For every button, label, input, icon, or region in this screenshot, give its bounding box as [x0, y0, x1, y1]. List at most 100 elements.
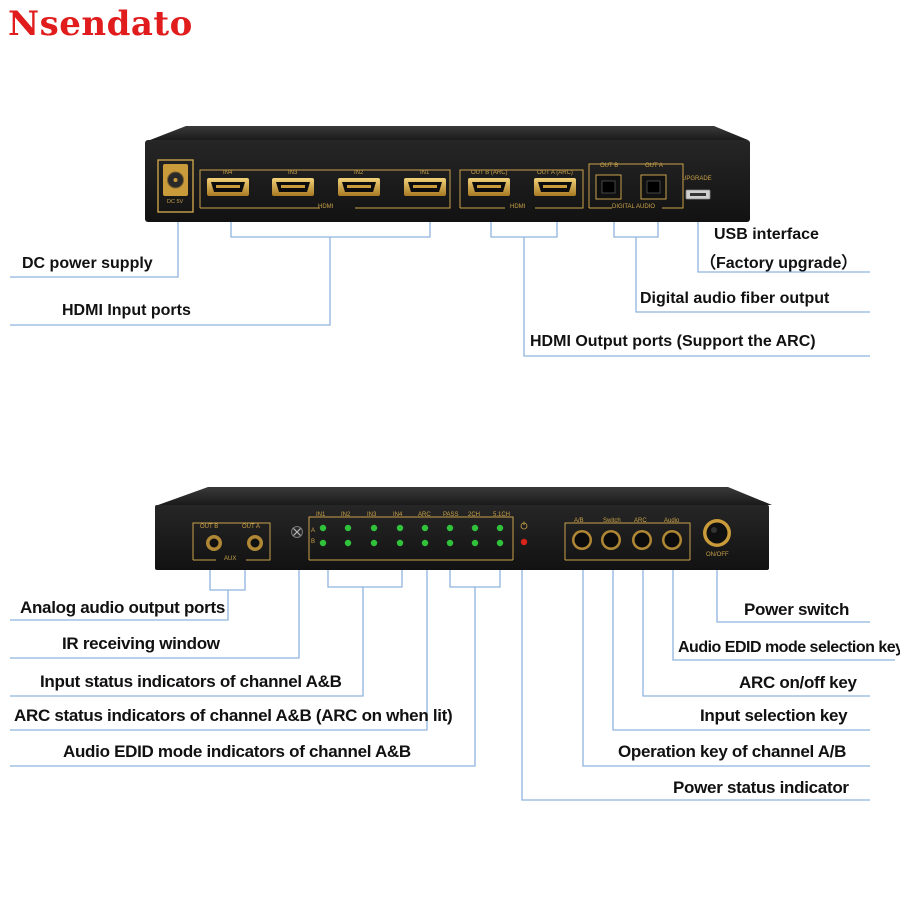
- led-header-label: ARC: [418, 512, 431, 518]
- key-label: Audio: [664, 518, 680, 524]
- callout-edid-key: Audio EDID mode selection key: [678, 639, 900, 656]
- optical-label-a: OUT A: [645, 163, 663, 169]
- aux-label-a: OUT A: [242, 524, 260, 530]
- callout-usb-line2: （Factory upgrade）: [700, 255, 858, 272]
- operation-key[interactable]: [572, 530, 592, 550]
- leader-lines: [10, 222, 895, 801]
- callout-optical: Digital audio fiber output: [640, 290, 830, 307]
- keys-frame: [564, 522, 691, 560]
- hdmi-output-frame: [459, 169, 584, 209]
- led-a: [421, 524, 429, 532]
- callout-dc-power: DC power supply: [22, 255, 153, 272]
- usb-port: [685, 189, 711, 200]
- callout-usb-line1: USB interface: [714, 226, 819, 243]
- led-b: [496, 539, 504, 547]
- power-switch-knob: [703, 519, 731, 547]
- hdmi-input-label: IN2: [354, 170, 364, 176]
- optical-frame: [588, 163, 684, 209]
- hdmi-input-port: [404, 178, 446, 196]
- front-device-top: [158, 487, 772, 505]
- led-header-label: IN1: [316, 512, 326, 518]
- operation-key[interactable]: [662, 530, 682, 550]
- hdmi-input-ports: [207, 178, 446, 196]
- aux-frame: [192, 522, 271, 561]
- led-b: [319, 539, 327, 547]
- led-b: [421, 539, 429, 547]
- callout-ir-window: IR receiving window: [62, 634, 220, 653]
- led-a: [446, 524, 454, 532]
- led-header-label: IN4: [393, 512, 403, 518]
- led-header-label: IN2: [341, 512, 351, 518]
- led-a: [344, 524, 352, 532]
- led-header-label: PASS: [443, 512, 459, 518]
- hdmi-input-port: [207, 178, 249, 196]
- led-header-label: 5.1CH: [493, 512, 511, 518]
- led-header-label: 2CH: [468, 512, 481, 518]
- callout-arc-status: ARC status indicators of channel A&B (AR…: [14, 706, 453, 725]
- callout-hdmi-input: HDMI Input ports: [62, 302, 191, 319]
- hdmi-output-port: [534, 178, 576, 196]
- led-row-label-a: A: [311, 528, 316, 534]
- led-indicator-grid: [319, 524, 504, 547]
- led-header-label: IN3: [367, 512, 377, 518]
- power-switch-silkscreen: ON/OFF: [706, 552, 729, 558]
- callout-hdmi-output: HDMI Output ports (Support the ARC): [530, 333, 816, 350]
- dc-silkscreen: DC 5V: [167, 199, 184, 205]
- aux-jack-b: [206, 535, 222, 551]
- power-status-led: [520, 538, 528, 546]
- hdmi-input-frame: [199, 169, 451, 209]
- operation-key[interactable]: [601, 530, 621, 550]
- key-label: ARC: [634, 518, 647, 524]
- callout-ab-key: Operation key of channel A/B: [618, 742, 847, 761]
- hdmi-output-port: [468, 178, 510, 196]
- aux-group-label: AUX: [224, 556, 237, 562]
- hdmi-input-port: [272, 178, 314, 196]
- led-b: [446, 539, 454, 547]
- hdmi-output-label: OUT B (ARC): [471, 170, 508, 176]
- operation-keys: [572, 530, 682, 550]
- callout-analog-out: Analog audio output ports: [20, 598, 225, 617]
- led-a: [496, 524, 504, 532]
- power-icon: [520, 521, 528, 530]
- led-row-label-b: B: [311, 539, 316, 545]
- key-label: A/B: [574, 518, 584, 524]
- aux-label-b: OUT B: [200, 524, 219, 530]
- optical-label-b: OUT B: [600, 163, 619, 169]
- usb-silkscreen: UPGRADE: [682, 176, 712, 182]
- callout-edid-indicators: Audio EDID mode indicators of channel A&…: [63, 742, 411, 761]
- led-a: [471, 524, 479, 532]
- rear-device-face: [145, 140, 750, 222]
- led-a: [319, 524, 327, 532]
- hdmi-output-ports: [468, 178, 576, 196]
- hdmi-input-label: IN3: [288, 170, 298, 176]
- optical-port-b: [595, 174, 622, 200]
- hdmi-input-label: IN1: [420, 170, 430, 176]
- key-label: Switch: [603, 518, 621, 524]
- led-frame: [308, 516, 514, 560]
- optical-group-label: DIGITAL AUDIO: [612, 204, 656, 210]
- hdmi-input-group-label: HDMI: [318, 204, 334, 210]
- aux-jack-a: [247, 535, 263, 551]
- led-b: [471, 539, 479, 547]
- callout-arc-key: ARC on/off key: [739, 673, 857, 692]
- hdmi-input-label: IN4: [223, 170, 233, 176]
- operation-key[interactable]: [632, 530, 652, 550]
- hdmi-output-group-label: HDMI: [510, 204, 526, 210]
- led-b: [344, 539, 352, 547]
- ir-window: [291, 526, 303, 538]
- callout-input-key: Input selection key: [700, 706, 848, 725]
- callout-power-led: Power status indicator: [673, 778, 849, 797]
- dc-jack: [157, 159, 194, 213]
- rear-device-top: [150, 126, 748, 140]
- optical-port-a: [640, 174, 667, 200]
- hdmi-output-label: OUT A (ARC): [537, 170, 573, 176]
- led-a: [370, 524, 378, 532]
- brand-logo: Nsendato: [8, 4, 193, 44]
- callout-input-status: Input status indicators of channel A&B: [40, 672, 342, 691]
- callout-power-switch: Power switch: [744, 600, 850, 619]
- led-b: [370, 539, 378, 547]
- led-b: [396, 539, 404, 547]
- hdmi-input-port: [338, 178, 380, 196]
- led-a: [396, 524, 404, 532]
